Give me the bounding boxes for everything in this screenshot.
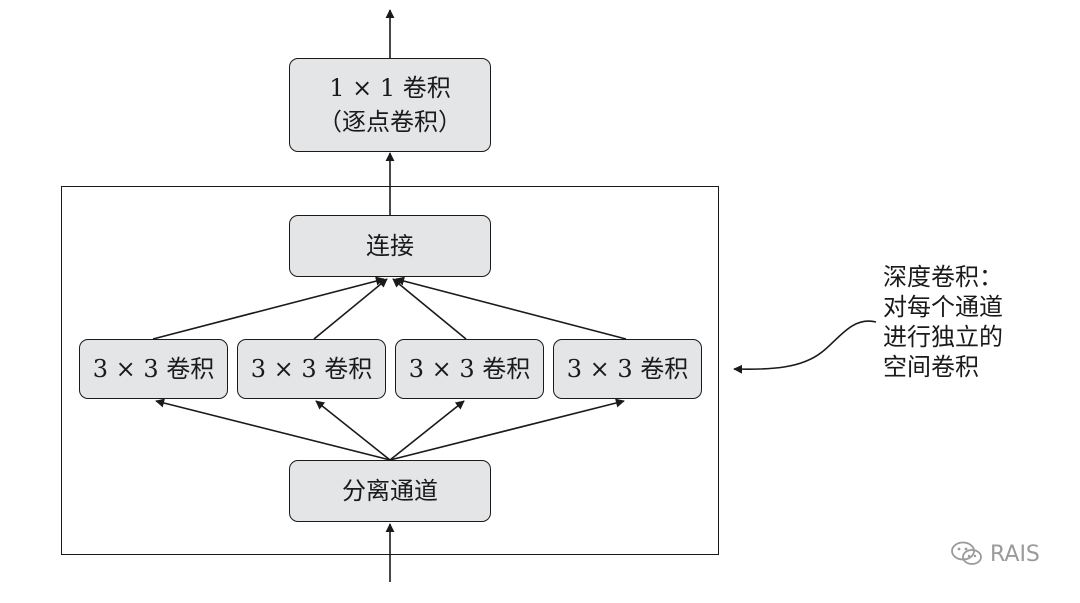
pointwise-conv-node: 1 × 1 卷积 （逐点卷积） [289, 58, 491, 152]
split-channels-label: 分离通道 [342, 477, 438, 505]
depthwise-annotation: 深度卷积： 对每个通道 进行独立的 空间卷积 [883, 262, 1063, 382]
conv-node-1: 3 × 3 卷积 [79, 339, 228, 399]
wechat-icon [951, 541, 982, 565]
pointwise-conv-title: 1 × 1 卷积 [329, 74, 451, 102]
annotation-pointer-arrow [733, 320, 877, 374]
split-to-conv3-arrow [389, 400, 465, 461]
split-to-conv4-arrow [389, 398, 625, 461]
split-to-conv1-arrow [155, 398, 391, 461]
conv-node-label: 3 × 3 卷积 [566, 355, 689, 383]
annotation-line: 进行独立的 [883, 323, 1003, 351]
watermark: RAIS [950, 540, 1040, 568]
conv-node-4: 3 × 3 卷积 [553, 339, 702, 399]
conv1-to-concat-arrow [152, 276, 385, 340]
concat-label: 连接 [366, 232, 414, 260]
annotation-line: 深度卷积： [883, 263, 1003, 291]
conv3-to-concat-arrow [392, 278, 467, 340]
depthwise-block-frame [61, 186, 719, 555]
annotation-line: 空间卷积 [883, 353, 979, 381]
conv-node-2: 3 × 3 卷积 [237, 339, 386, 399]
annotation-line: 对每个通道 [883, 293, 1003, 321]
split-to-conv2-arrow [315, 400, 391, 461]
conv4-to-concat-arrow [395, 276, 627, 340]
conv-node-label: 3 × 3 卷积 [408, 355, 531, 383]
pointwise-conv-subtitle: （逐点卷积） [318, 108, 462, 136]
conv2-to-concat-arrow [313, 278, 388, 340]
split-channels-node: 分离通道 [289, 460, 491, 522]
watermark-text: RAIS [990, 541, 1040, 567]
conv-node-label: 3 × 3 卷积 [92, 355, 215, 383]
conv-node-label: 3 × 3 卷积 [250, 355, 373, 383]
concat-node: 连接 [289, 215, 491, 277]
conv-node-3: 3 × 3 卷积 [395, 339, 544, 399]
